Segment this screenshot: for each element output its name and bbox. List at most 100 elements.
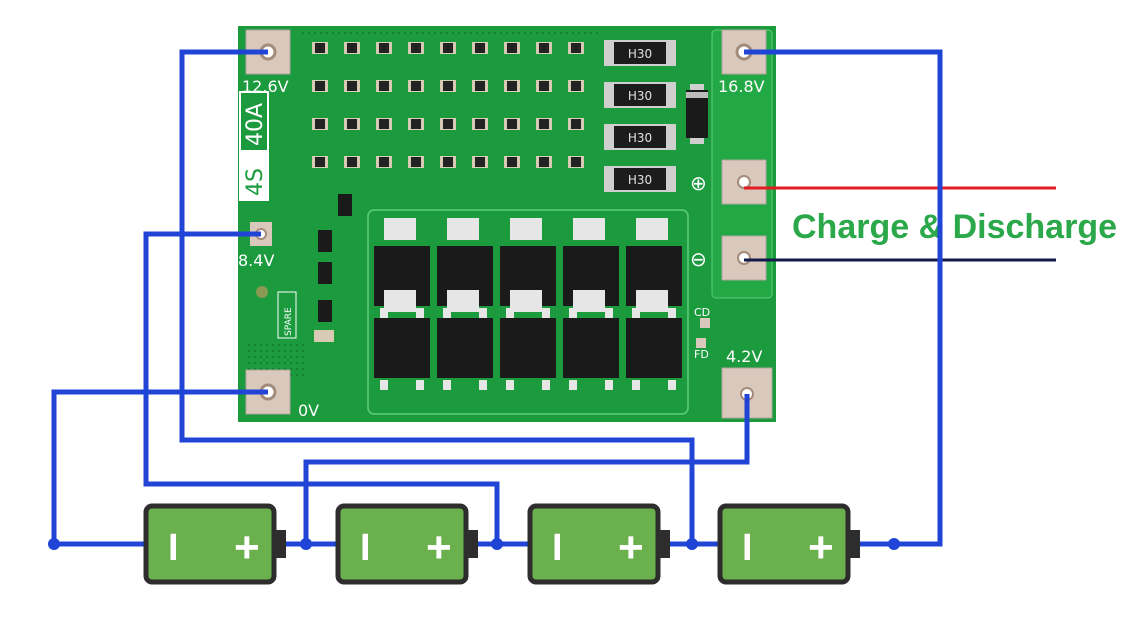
mosfet-tab (447, 218, 479, 240)
wire-4v2 (303, 394, 750, 544)
mosfet-leg (668, 380, 676, 390)
mosfet-leg (443, 308, 451, 318)
mosfet-leg (479, 308, 487, 318)
smd-part (411, 81, 421, 91)
fd-pad (696, 338, 706, 348)
minus-symbol: ⊖ (690, 247, 707, 271)
shunt-marking: H30 (628, 131, 652, 145)
smd-part (347, 157, 357, 167)
mosfet-array (374, 218, 682, 390)
battery-plus-mark: + (808, 523, 834, 572)
shunt-marking: H30 (628, 173, 652, 187)
pad-8v4-label: 8.4V (238, 251, 274, 270)
ic-1 (318, 230, 332, 252)
wire-junctions (48, 538, 900, 550)
smd-part (571, 81, 581, 91)
junction-12v6 (686, 538, 698, 550)
mosfet (563, 290, 619, 390)
battery-pack: I+I+I+I+ (143, 503, 860, 585)
ic-2 (318, 262, 332, 284)
smd-part (443, 157, 453, 167)
smd-part (507, 81, 517, 91)
mosfet-leg (542, 308, 550, 318)
mosfet-leg (605, 308, 613, 318)
battery-minus-mark: I (168, 527, 179, 569)
smd-part (475, 157, 485, 167)
mosfet-tab (447, 290, 479, 312)
mosfet-area-frame (367, 209, 689, 415)
control-ics: SPARE (256, 194, 352, 342)
mosfet-leg (380, 308, 388, 318)
pcb-board: 40A 4S 12.6V 8.4V 0V 16.8V 4.2V (238, 26, 776, 422)
spare-frame (277, 291, 297, 339)
rating-label: 40A 4S (239, 91, 269, 201)
mosfet-leg (605, 380, 613, 390)
mosfet-tab (384, 218, 416, 240)
junction-4v2 (300, 538, 312, 550)
smd-part (379, 81, 389, 91)
smd-part (539, 81, 549, 91)
rating-label-divider (240, 150, 268, 200)
diode-lead-bottom (690, 138, 704, 144)
smd-part (347, 81, 357, 91)
smd-part (571, 157, 581, 167)
diode (686, 84, 708, 144)
wire-0v (51, 389, 268, 547)
mosfet-leg (380, 380, 388, 390)
smd-part (315, 119, 325, 129)
mosfet-leg (506, 308, 514, 318)
silk-cd: CD (694, 306, 710, 319)
pad-16v8: 16.8V (718, 29, 767, 96)
smd-part (347, 43, 357, 53)
smd-part (347, 119, 357, 129)
mosfet-tab (510, 290, 542, 312)
wire-12v6 (179, 49, 695, 544)
shunt-marking: H30 (628, 47, 652, 61)
balance-wiring (51, 49, 943, 547)
mosfet (626, 218, 682, 318)
junction-8v4 (491, 538, 503, 550)
pad-4v2-label: 4.2V (726, 347, 762, 366)
battery-minus-mark: I (360, 527, 371, 569)
mosfet-body (500, 318, 556, 378)
smd-part (315, 157, 325, 167)
battery-minus-mark: I (742, 527, 753, 569)
smd-part (379, 157, 389, 167)
shunt-resistor: H30 (604, 40, 676, 66)
smd-part (507, 157, 517, 167)
mosfet-leg (542, 380, 550, 390)
smd-part (571, 119, 581, 129)
smd-part (379, 119, 389, 129)
smd-part (539, 119, 549, 129)
pad-negative-hole (737, 251, 751, 265)
pad-12v6-label: 12.6V (242, 77, 289, 96)
test-point (256, 286, 268, 298)
charge-discharge-caption: Charge & Discharge (792, 208, 1117, 246)
mosfet (500, 290, 556, 390)
battery-cell: I+ (143, 503, 286, 585)
mosfet-leg (632, 308, 640, 318)
cd-pad (700, 318, 710, 328)
smd-part (443, 43, 453, 53)
smd-part (443, 81, 453, 91)
pad-positive-hole (737, 175, 751, 189)
mosfet (374, 290, 430, 390)
smd-part (475, 43, 485, 53)
silk-fd: FD (694, 348, 709, 361)
smd-part (315, 43, 325, 53)
battery-plus-mark: + (234, 523, 260, 572)
mosfet-leg (668, 308, 676, 318)
battery-plus-mark: + (618, 523, 644, 572)
mosfet-body (626, 318, 682, 378)
smd-part (507, 43, 517, 53)
shunt-body (614, 84, 666, 106)
pad-0v-label: 0V (298, 401, 319, 420)
pad-negative-output: ⊖ (690, 235, 767, 281)
battery-terminal (276, 530, 286, 558)
battery-terminal (468, 530, 478, 558)
shunt-marking: H30 (628, 89, 652, 103)
battery-terminal (660, 530, 670, 558)
pad-12v6: 12.6V (242, 29, 291, 96)
spare-label: SPARE (284, 307, 294, 336)
battery-body (143, 503, 277, 585)
